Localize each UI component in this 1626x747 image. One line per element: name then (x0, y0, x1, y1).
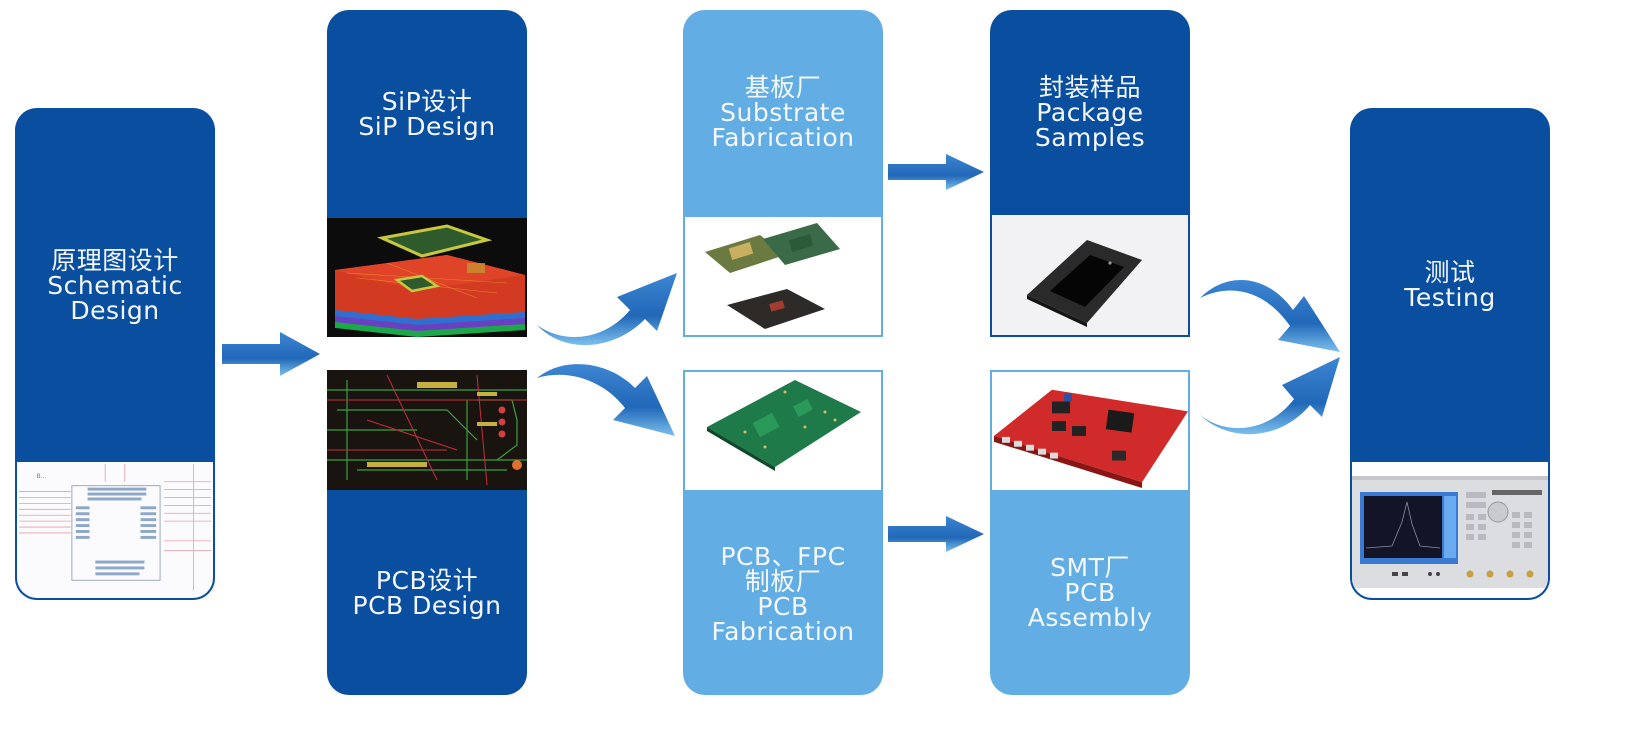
sip-en: SiP Design (358, 112, 496, 141)
pcb-design-label: PCB设计 PCB Design (327, 490, 527, 695)
testing-zh: 测试 (1424, 258, 1476, 287)
smt-en-2: Assembly (1027, 603, 1153, 632)
pcb-fab-zh-1: PCB、FPC (720, 541, 846, 571)
curved-arrow-down-icon (537, 364, 675, 436)
arrow-right-icon (888, 516, 984, 552)
pcb-fab-zh-2: 制板厂 (744, 566, 822, 596)
curved-arrow-up-icon (1200, 357, 1340, 435)
pcb-layout-image (327, 370, 527, 490)
package-assembly-card: 封装样品 Package Samples S (990, 10, 1190, 695)
pcb-fab-en-1: PCB (757, 591, 809, 621)
bare-pcb-image (683, 370, 883, 492)
pcb-fab-en-2: Fabrication (711, 616, 855, 646)
sip-pcb-design-card: SiP设计 SiP Design (327, 10, 527, 695)
schematic-en-2: Design (70, 295, 160, 325)
pcb-fab-label: PCB、FPC 制板厂 PCB Fabrication (683, 492, 883, 695)
testing-label: 测试 Testing (1350, 108, 1550, 462)
schematic-design-card: 原理图设计 Schematic Design (15, 108, 215, 600)
package-samples-label: 封装样品 Package Samples (990, 10, 1190, 215)
schematic-diagram-image: B... (15, 462, 215, 600)
package-en-1: Package (1036, 98, 1144, 127)
network-analyzer-image (1350, 462, 1550, 600)
substrate-zh: 基板厂 (744, 73, 822, 102)
testing-card: 测试 Testing (1350, 108, 1550, 600)
testing-en: Testing (1404, 283, 1496, 312)
smt-en-1: PCB (1064, 578, 1116, 607)
schematic-design-label: 原理图设计 Schematic Design (15, 108, 215, 462)
curved-arrow-up-icon (537, 273, 677, 346)
schematic-zh: 原理图设计 (51, 245, 179, 275)
sip-zh: SiP设计 (381, 87, 473, 116)
card-gap (990, 337, 1190, 370)
smt-zh: SMT厂 (1050, 553, 1130, 582)
substrate-en-1: Substrate (720, 98, 846, 127)
sip-design-label: SiP设计 SiP Design (327, 10, 527, 218)
pcb-en: PCB Design (352, 590, 502, 620)
assembled-board-image (990, 370, 1190, 490)
package-chip-image (990, 215, 1190, 337)
package-en-2: Samples (1034, 123, 1146, 152)
arrow-right-icon (222, 332, 320, 376)
pcb-assembly-label: SMT厂 PCB Assembly (990, 490, 1190, 695)
substrate-fab-label: 基板厂 Substrate Fabrication (683, 10, 883, 215)
package-zh: 封装样品 (1038, 73, 1141, 102)
sip-3d-layout-image (327, 218, 527, 337)
schematic-en-1: Schematic (47, 270, 183, 300)
fabrication-card: 基板厂 Substrate Fabrication P (683, 10, 883, 695)
substrate-boards-image (683, 215, 883, 337)
card-gap (327, 337, 527, 370)
substrate-en-2: Fabrication (711, 123, 855, 152)
curved-arrow-down-icon (1200, 279, 1340, 352)
card-gap (683, 337, 883, 370)
svg-text:B...: B... (37, 474, 47, 480)
pcb-zh: PCB设计 (375, 565, 479, 595)
arrow-right-icon (888, 154, 984, 190)
